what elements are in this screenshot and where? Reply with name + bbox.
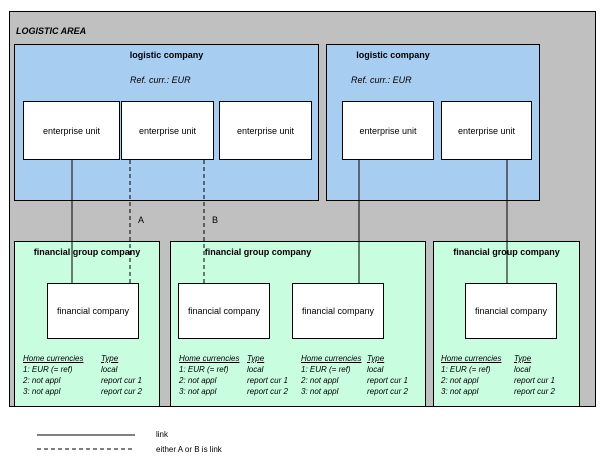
financial-company-3: financial company xyxy=(292,283,384,339)
currency-row-type: report cur 1 xyxy=(247,376,288,385)
logistic-company-1-title: logistic company xyxy=(129,50,204,60)
currency-header-type: Type xyxy=(101,354,119,363)
legend-solid-label: link xyxy=(156,430,169,439)
financial-company-1: financial company xyxy=(47,283,139,339)
currency-row-type: report cur 1 xyxy=(514,376,555,385)
currency-row-home: 3: not appl xyxy=(179,387,217,396)
financial-group-company-3-title: financial group company xyxy=(453,247,560,257)
currency-row-type: local xyxy=(367,365,384,374)
currency-header-type: Type xyxy=(247,354,265,363)
currency-header-home: Home currencies xyxy=(23,354,84,363)
currency-row-home: 1: EUR (= ref) xyxy=(23,365,73,374)
legend-dashed-label: either A or B is link xyxy=(156,445,222,454)
enterprise-unit-5: enterprise unit xyxy=(441,101,532,160)
currency-header-home: Home currencies xyxy=(441,354,502,363)
currency-header-home: Home currencies xyxy=(301,354,362,363)
currency-row-type: report cur 1 xyxy=(367,376,408,385)
currency-row-home: 3: not appl xyxy=(301,387,339,396)
currency-row-home: 3: not appl xyxy=(441,387,479,396)
currency-row-type: local xyxy=(514,365,531,374)
currency-row-type: report cur 1 xyxy=(101,376,142,385)
currency-header-home: Home currencies xyxy=(179,354,240,363)
financial-company-4: financial company xyxy=(465,283,557,339)
enterprise-unit-4: enterprise unit xyxy=(342,101,434,160)
financial-company-2: financial company xyxy=(178,283,270,339)
currency-row-home: 2: not appl xyxy=(301,376,339,385)
logistic-area-title: LOGISTIC AREA xyxy=(16,26,87,36)
link-label-a: A xyxy=(138,215,145,225)
currency-row-home: 1: EUR (= ref) xyxy=(301,365,351,374)
currency-row-type: report cur 2 xyxy=(247,387,288,396)
currency-row-home: 1: EUR (= ref) xyxy=(179,365,229,374)
enterprise-unit-1: enterprise unit xyxy=(23,101,120,160)
currency-header-type: Type xyxy=(367,354,385,363)
currency-row-home: 3: not appl xyxy=(23,387,61,396)
currency-row-type: local xyxy=(101,365,118,374)
logistic-company-2-title: logistic company xyxy=(356,50,430,60)
currency-row-home: 2: not appl xyxy=(23,376,61,385)
currency-row-type: report cur 2 xyxy=(514,387,555,396)
currency-header-type: Type xyxy=(514,354,532,363)
currency-row-home: 2: not appl xyxy=(441,376,479,385)
logistic-company-2-ref: Ref. curr.: EUR xyxy=(351,75,412,85)
currency-row-home: 1: EUR (= ref) xyxy=(441,365,491,374)
financial-group-company-1-title: financial group company xyxy=(33,247,141,257)
enterprise-unit-2: enterprise unit xyxy=(121,101,214,160)
currency-row-home: 2: not appl xyxy=(179,376,217,385)
currency-row-type: report cur 2 xyxy=(101,387,142,396)
enterprise-unit-3: enterprise unit xyxy=(219,101,312,160)
financial-group-company-2-title: financial group company xyxy=(204,247,312,257)
link-label-b: B xyxy=(212,215,219,225)
currency-row-type: report cur 2 xyxy=(367,387,408,396)
currency-row-type: local xyxy=(247,365,264,374)
logistic-company-1-ref: Ref. curr.: EUR xyxy=(130,75,191,85)
